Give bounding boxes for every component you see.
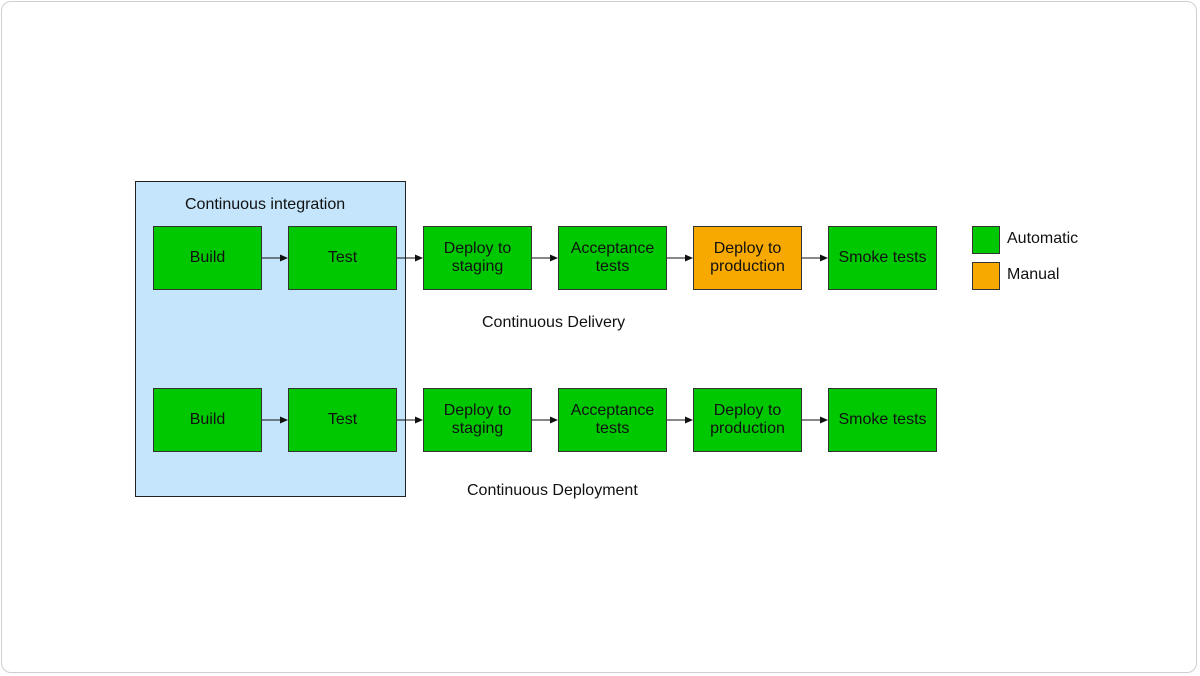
deployment-stage-test: Test xyxy=(288,388,397,452)
deployment-stage-deploy-staging: Deploy to staging xyxy=(423,388,532,452)
delivery-stage-build: Build xyxy=(153,226,262,290)
deployment-stage-acceptance-tests: Acceptance tests xyxy=(558,388,667,452)
continuous-deployment-label: Continuous Deployment xyxy=(467,482,638,499)
legend-automatic-label: Automatic xyxy=(1007,230,1079,247)
delivery-stage-acceptance-tests: Acceptance tests xyxy=(558,226,667,290)
legend-manual-swatch xyxy=(972,262,1000,290)
legend-manual-label: Manual xyxy=(1007,266,1060,283)
delivery-stage-smoke-tests: Smoke tests xyxy=(828,226,937,290)
deployment-stage-smoke-tests: Smoke tests xyxy=(828,388,937,452)
legend-automatic-swatch xyxy=(972,226,1000,254)
continuous-delivery-label: Continuous Delivery xyxy=(482,314,626,331)
delivery-stage-deploy-production: Deploy to production xyxy=(693,226,802,290)
delivery-stage-deploy-staging: Deploy to staging xyxy=(423,226,532,290)
deployment-stage-deploy-production: Deploy to production xyxy=(693,388,802,452)
continuous-integration-label: Continuous integration xyxy=(185,196,346,213)
delivery-stage-test: Test xyxy=(288,226,397,290)
deployment-stage-build: Build xyxy=(153,388,262,452)
